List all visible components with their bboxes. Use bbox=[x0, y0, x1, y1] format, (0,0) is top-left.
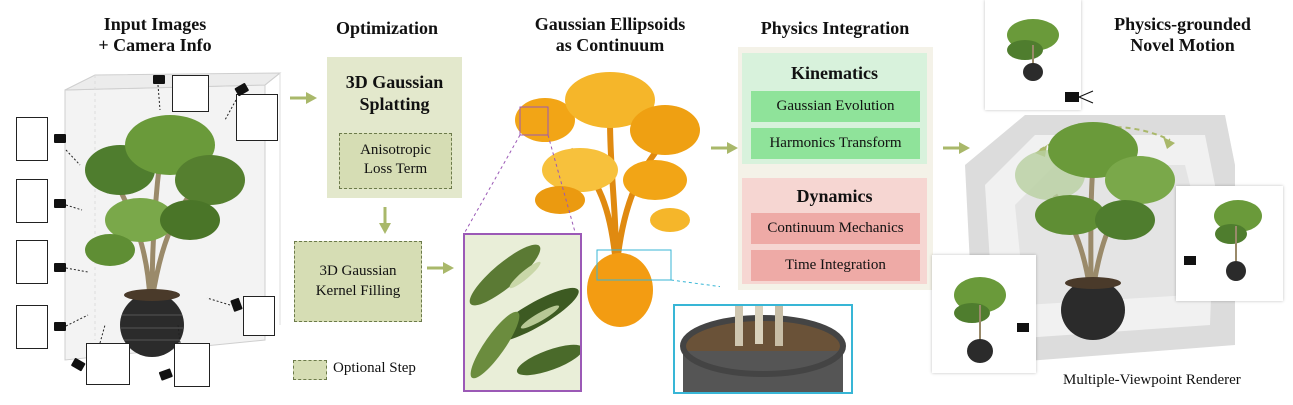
arrow-to-optimization bbox=[290, 92, 317, 104]
gaussian-evolution-item: Gaussian Evolution bbox=[751, 91, 920, 122]
camera-icon bbox=[1184, 256, 1196, 265]
continuum-mechanics-item: Continuum Mechanics bbox=[751, 213, 920, 244]
motion-plant-illustration bbox=[1015, 122, 1175, 340]
novel-view-card-right bbox=[1176, 186, 1283, 301]
time-integration-item: Time Integration bbox=[751, 250, 920, 281]
input-title-line2: + Camera Info bbox=[98, 35, 212, 55]
camera-icon bbox=[234, 83, 249, 97]
leaf-closeup bbox=[465, 235, 580, 390]
legend-optional-swatch bbox=[293, 360, 327, 380]
camera-icon bbox=[71, 358, 86, 372]
physics-title: Physics Integration bbox=[760, 18, 910, 38]
splatting-line1: 3D Gaussian bbox=[345, 72, 444, 92]
gaussian-plant-illustration bbox=[464, 72, 720, 327]
purple-zoom-panel bbox=[463, 233, 582, 392]
arrow-to-physics bbox=[711, 142, 738, 154]
pot-closeup bbox=[680, 306, 846, 392]
physics-panel: Kinematics Gaussian Evolution Harmonics … bbox=[738, 47, 933, 290]
splatting-label: 3D Gaussian Splatting bbox=[327, 71, 462, 115]
cyan-zoom-region bbox=[596, 249, 672, 281]
input-view-thumbnail bbox=[16, 117, 48, 161]
arrow-to-ellipsoids bbox=[427, 262, 454, 274]
novel-view-card-top bbox=[985, 0, 1081, 110]
input-view-thumbnail bbox=[16, 179, 48, 223]
novel-view-card-bottom bbox=[932, 255, 1036, 373]
splatting-box: 3D Gaussian Splatting Anisotropic Loss T… bbox=[327, 57, 462, 198]
camera-icons-layer bbox=[54, 75, 249, 381]
camera-icon bbox=[54, 199, 66, 208]
gaussian-pot bbox=[587, 253, 653, 327]
ellipsoids-title-line1: Gaussian Ellipsoids bbox=[534, 14, 686, 34]
camera-icon bbox=[153, 75, 165, 84]
motion-title-line2: Novel Motion bbox=[1130, 35, 1235, 55]
anisotropic-loss-box: Anisotropic Loss Term bbox=[339, 133, 452, 189]
ellipsoids-title-line2: as Continuum bbox=[555, 35, 665, 55]
input-stage-title: Input Images + Camera Info bbox=[60, 14, 250, 56]
legend-optional-label: Optional Step bbox=[333, 360, 416, 376]
kinematics-title: Kinematics bbox=[791, 63, 878, 83]
camera-icon bbox=[54, 322, 66, 331]
input-view-thumbnail bbox=[16, 240, 48, 284]
input-view-thumbnail bbox=[172, 75, 209, 112]
renderer-label: Multiple-Viewpoint Renderer bbox=[1063, 372, 1241, 388]
arrow-to-motion bbox=[943, 142, 970, 154]
aniso-line1: Anisotropic bbox=[360, 142, 431, 158]
cyan-zoom-panel bbox=[673, 304, 853, 394]
splatting-line2: Splatting bbox=[359, 94, 430, 114]
motion-title-line1: Physics-grounded bbox=[1114, 14, 1251, 34]
input-view-thumbnail bbox=[236, 94, 278, 141]
camera-icon bbox=[158, 368, 173, 381]
motion-title: Physics-grounded Novel Motion bbox=[1090, 14, 1275, 56]
harmonics-transform-item: Harmonics Transform bbox=[751, 128, 920, 159]
filling-line1: 3D Gaussian bbox=[319, 263, 397, 279]
aniso-line2: Loss Term bbox=[363, 161, 428, 177]
input-view-thumbnail bbox=[86, 343, 130, 385]
input-view-thumbnail bbox=[243, 296, 275, 336]
dynamics-panel: Dynamics Continuum Mechanics Time Integr… bbox=[742, 178, 927, 284]
purple-zoom-region bbox=[519, 106, 549, 136]
input-title-line1: Input Images bbox=[103, 14, 207, 34]
camera-icon bbox=[230, 297, 243, 312]
kinematics-panel: Kinematics Gaussian Evolution Harmonics … bbox=[742, 53, 927, 164]
input-view-thumbnail bbox=[16, 305, 48, 349]
input-plant-illustration bbox=[85, 115, 245, 357]
ellipsoids-title: Gaussian Ellipsoids as Continuum bbox=[510, 14, 710, 56]
arrow-down-to-filling bbox=[379, 207, 391, 234]
input-view-thumbnail bbox=[174, 343, 210, 387]
camera-icon bbox=[54, 263, 66, 272]
motion-arc bbox=[1039, 126, 1171, 151]
filling-line2: Kernel Filling bbox=[315, 283, 401, 299]
dynamics-title: Dynamics bbox=[796, 186, 873, 206]
camera-icon bbox=[1065, 90, 1094, 104]
camera-icon bbox=[54, 134, 66, 143]
optimization-title: Optimization bbox=[336, 18, 438, 38]
kernel-filling-box: 3D Gaussian Kernel Filling bbox=[294, 241, 422, 322]
camera-icon bbox=[1017, 323, 1029, 332]
